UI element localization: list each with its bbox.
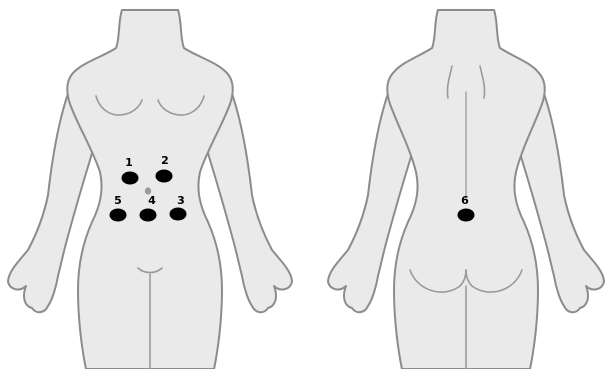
back-figure bbox=[328, 10, 604, 369]
point-label: 6 bbox=[461, 194, 469, 207]
point-marker bbox=[110, 209, 127, 222]
point-marker bbox=[122, 172, 139, 185]
point-marker bbox=[156, 170, 173, 183]
point-label: 3 bbox=[177, 194, 185, 207]
point-label: 1 bbox=[125, 156, 133, 169]
point-label: 5 bbox=[114, 194, 122, 207]
point-label: 4 bbox=[148, 194, 156, 207]
point-marker bbox=[140, 209, 157, 222]
point-marker bbox=[458, 209, 475, 222]
front-figure bbox=[8, 10, 292, 369]
point-marker bbox=[170, 208, 187, 221]
point-label: 2 bbox=[161, 154, 169, 167]
